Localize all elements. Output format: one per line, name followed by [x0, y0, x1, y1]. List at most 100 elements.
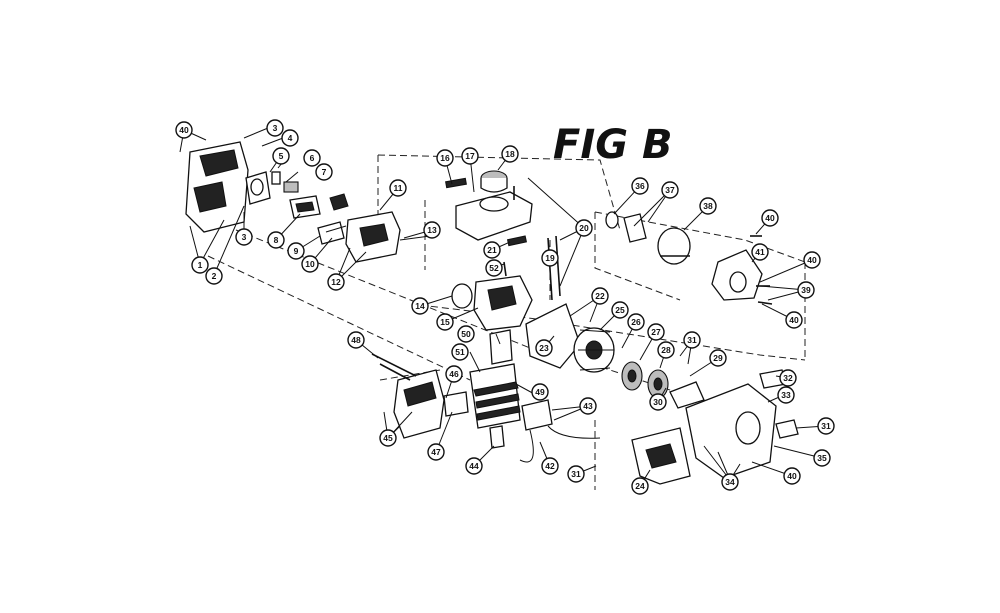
- carburetor-assembly: [325, 193, 431, 263]
- callout-48: 48: [347, 331, 365, 349]
- callout-3: 3: [266, 119, 284, 137]
- callout-36: 36: [631, 177, 649, 195]
- callout-40: 40: [175, 121, 193, 139]
- svg-text:2: 2: [212, 271, 217, 281]
- clutch-parts: [621, 361, 669, 399]
- filter-small-parts: [271, 171, 345, 245]
- svg-text:33: 33: [781, 390, 791, 400]
- svg-text:52: 52: [489, 263, 499, 273]
- callout-45: 45: [379, 429, 397, 447]
- svg-text:51: 51: [455, 347, 465, 357]
- callout-3b: 3: [235, 228, 253, 246]
- cylinder-piston: [469, 329, 521, 449]
- starter-handle: [631, 427, 691, 485]
- callout-43: 43: [579, 397, 597, 415]
- svg-text:40: 40: [179, 125, 189, 135]
- callout-2: 2: [205, 267, 223, 285]
- svg-text:28: 28: [661, 345, 671, 355]
- svg-text:3: 3: [273, 123, 278, 133]
- callout-38: 38: [699, 197, 717, 215]
- svg-text:49: 49: [535, 387, 545, 397]
- svg-text:32: 32: [783, 373, 793, 383]
- callout-14: 14: [411, 297, 429, 315]
- svg-text:34: 34: [725, 477, 735, 487]
- callout-7: 7: [315, 163, 333, 181]
- callout-49: 49: [531, 383, 549, 401]
- callout-40b: 40: [761, 209, 779, 227]
- callout-33: 33: [777, 386, 795, 404]
- callout-5: 5: [272, 147, 290, 165]
- svg-text:3: 3: [242, 232, 247, 242]
- svg-text:15: 15: [440, 317, 450, 327]
- gear-housing: [711, 235, 773, 305]
- svg-text:35: 35: [817, 453, 827, 463]
- svg-text:29: 29: [713, 353, 723, 363]
- svg-text:24: 24: [635, 481, 645, 491]
- callout-46: 46: [445, 365, 463, 383]
- svg-text:5: 5: [279, 151, 284, 161]
- callout-15: 15: [436, 313, 454, 331]
- figure-title: FIG B: [553, 122, 672, 168]
- callout-22: 22: [591, 287, 609, 305]
- callout-23: 23: [535, 339, 553, 357]
- callout-27: 27: [647, 323, 665, 341]
- callout-4: 4: [281, 129, 299, 147]
- svg-text:26: 26: [631, 317, 641, 327]
- callout-8: 8: [267, 231, 285, 249]
- callout-31b: 31: [683, 331, 701, 349]
- svg-text:9: 9: [294, 246, 299, 256]
- callout-31a: 31: [567, 465, 585, 483]
- svg-text:23: 23: [539, 343, 549, 353]
- callout-34: 34: [721, 473, 739, 491]
- flywheel: [525, 303, 615, 373]
- svg-text:40: 40: [765, 213, 775, 223]
- callout-20: 20: [575, 219, 593, 237]
- callout-17: 17: [461, 147, 479, 165]
- svg-text:40: 40: [787, 471, 797, 481]
- svg-text:16: 16: [440, 153, 450, 163]
- svg-text:38: 38: [703, 201, 713, 211]
- svg-text:22: 22: [595, 291, 605, 301]
- callout-1: 1: [191, 256, 209, 274]
- svg-text:50: 50: [461, 329, 471, 339]
- svg-text:31: 31: [821, 421, 831, 431]
- callout-30: 30: [649, 393, 667, 411]
- callout-40d: 40: [785, 311, 803, 329]
- callout-28: 28: [657, 341, 675, 359]
- callout-41: 41: [751, 243, 769, 261]
- svg-text:36: 36: [635, 181, 645, 191]
- svg-text:40: 40: [807, 255, 817, 265]
- svg-text:43: 43: [583, 401, 593, 411]
- callout-19: 19: [541, 249, 559, 267]
- svg-text:31: 31: [687, 335, 697, 345]
- fuel-tank: [445, 170, 533, 247]
- callouts: 40 3 4 5 6 7 3 1 2 8 9 10 12 11 13 16 17…: [175, 119, 835, 495]
- callout-32: 32: [779, 369, 797, 387]
- callout-40c: 40: [803, 251, 821, 269]
- svg-text:30: 30: [653, 397, 663, 407]
- svg-text:46: 46: [449, 369, 459, 379]
- svg-text:42: 42: [545, 461, 555, 471]
- callout-16: 16: [436, 149, 454, 167]
- clutch-drum: [605, 211, 691, 265]
- svg-text:14: 14: [415, 301, 425, 311]
- svg-text:21: 21: [487, 245, 497, 255]
- svg-text:47: 47: [431, 447, 441, 457]
- callout-51: 51: [451, 343, 469, 361]
- callout-44: 44: [465, 457, 483, 475]
- svg-text:11: 11: [394, 183, 403, 193]
- callout-11: 11: [389, 179, 407, 197]
- svg-text:45: 45: [383, 433, 393, 443]
- svg-text:6: 6: [310, 153, 315, 163]
- callout-35: 35: [813, 449, 831, 467]
- svg-text:7: 7: [322, 167, 327, 177]
- svg-text:27: 27: [651, 327, 661, 337]
- svg-text:17: 17: [465, 151, 475, 161]
- callout-24: 24: [631, 477, 649, 495]
- callout-10: 10: [301, 255, 319, 273]
- svg-text:40: 40: [789, 315, 799, 325]
- ignition-coil: [519, 399, 601, 463]
- callout-9: 9: [287, 242, 305, 260]
- svg-text:10: 10: [305, 259, 315, 269]
- svg-text:31: 31: [571, 469, 581, 479]
